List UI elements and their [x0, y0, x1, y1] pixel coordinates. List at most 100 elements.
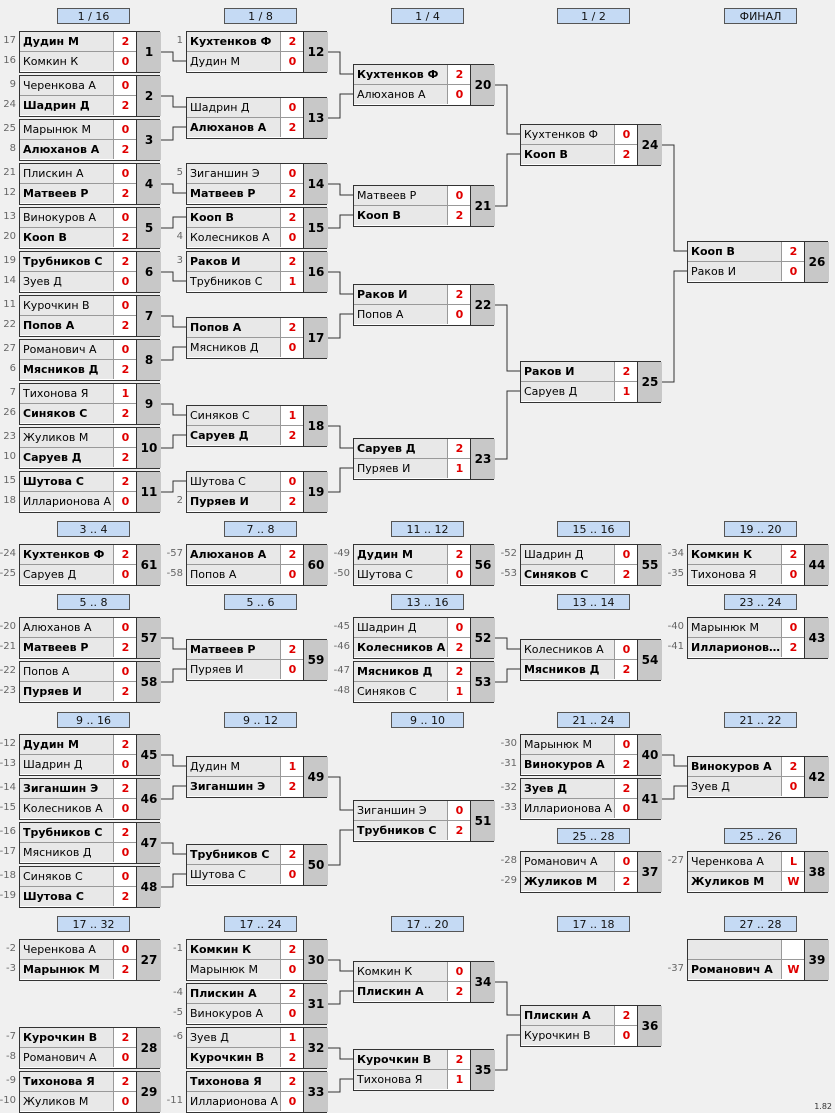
player-score: 0	[455, 621, 464, 634]
seed-number: -33	[500, 802, 517, 813]
bracket-connector	[327, 776, 353, 811]
player-name: Зиганшин Э	[187, 777, 281, 796]
player-name: Винокуров А	[187, 1004, 281, 1023]
bracket-connector	[160, 754, 186, 767]
player-score: 0	[121, 431, 130, 444]
player-name: Трубников С	[20, 252, 114, 271]
bracket-connector	[327, 271, 353, 295]
player-name: Кооп В	[521, 145, 615, 164]
seed-number: 3	[176, 255, 183, 266]
player-score: 2	[288, 987, 297, 1000]
seed-number: -17	[0, 846, 16, 857]
player-name: Тихонова Я	[20, 384, 114, 403]
match-number: 59	[303, 640, 328, 680]
player-name: Пуряев И	[187, 660, 281, 679]
player-name: Курочкин В	[354, 1050, 448, 1069]
player-score: 2	[288, 548, 297, 561]
match-number: 43	[804, 618, 829, 658]
player-score: 2	[288, 848, 297, 861]
player-name: Шадрин Д	[187, 98, 281, 117]
player-score: 2	[622, 782, 631, 795]
bracket-connector	[494, 637, 520, 650]
player-name: Мясников Д	[20, 843, 114, 862]
match-number: 27	[136, 940, 161, 980]
round-header: 27 .. 28	[724, 916, 797, 932]
round-header: 23 .. 24	[724, 594, 797, 610]
player-score: 2	[288, 1075, 297, 1088]
player-score: 0	[121, 1051, 130, 1064]
match-number: 28	[136, 1028, 161, 1068]
